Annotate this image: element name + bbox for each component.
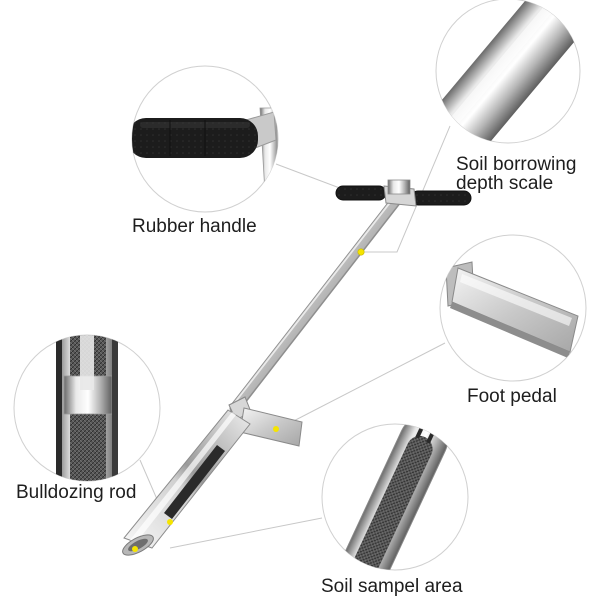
tip-marker-dot — [132, 546, 138, 552]
callout-sample-area — [321, 423, 469, 571]
label-bulldozing-rod: Bulldozing rod — [16, 482, 137, 503]
sampling-tube — [122, 409, 251, 556]
soil-sampler-tool — [122, 179, 472, 556]
leader-line-scale — [362, 125, 451, 253]
callout-bulldozing-rod — [13, 334, 161, 482]
callout-foot-pedal — [439, 234, 587, 382]
rubber-grip-left — [335, 185, 387, 201]
callout-rubber-handle — [131, 65, 279, 213]
label-depth-scale-line2: depth scale — [456, 173, 554, 194]
label-depth-scale: Soil borrowing depth scale — [456, 155, 576, 193]
label-sample-area: Soil sampel area — [321, 576, 463, 597]
leader-line-pedal — [279, 342, 446, 429]
scale-shaft-closeup — [436, 0, 580, 143]
label-foot-pedal: Foot pedal — [467, 386, 557, 407]
sample-cavity — [354, 435, 433, 570]
leader-line-sample — [169, 517, 323, 549]
t-handle — [335, 179, 472, 207]
tube-marker-dot — [167, 519, 173, 525]
label-rubber-handle: Rubber handle — [132, 216, 257, 237]
tube-slot — [164, 445, 225, 519]
leader-line-handle — [275, 163, 346, 191]
depth-marker-dot — [357, 248, 365, 256]
foot-pedal-plate — [239, 407, 303, 447]
label-depth-scale-line1: Soil borrowing — [456, 154, 577, 175]
leader-lines — [139, 125, 451, 549]
callout-depth-scale — [435, 0, 581, 144]
pedal-marker-dot — [273, 426, 279, 432]
